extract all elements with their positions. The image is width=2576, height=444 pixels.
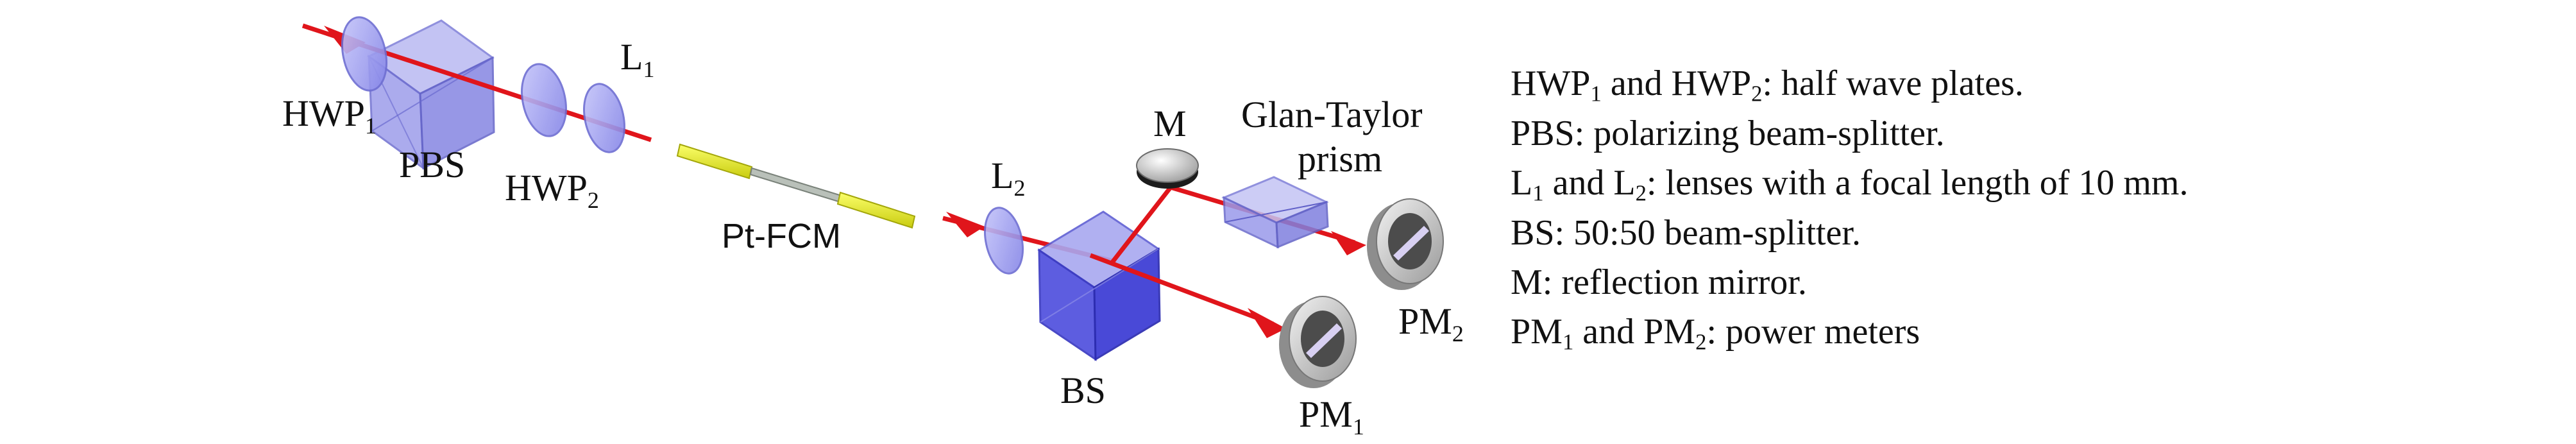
legend-text: BS: 50:50 beam-splitter. bbox=[1511, 213, 1861, 253]
beam-to-pm1 bbox=[1089, 253, 1275, 327]
legend: HWP1 and HWP2: half wave plates.PBS: pol… bbox=[1511, 59, 2188, 357]
mirror-m bbox=[1136, 148, 1199, 189]
legend-item: PM1 and PM2: power meters bbox=[1511, 307, 2188, 357]
label-hwp1: HWP1 bbox=[282, 92, 377, 139]
hwp1-plate bbox=[341, 16, 387, 92]
label-bs: BS bbox=[1060, 370, 1106, 411]
label-hwp2: HWP2 bbox=[505, 167, 599, 213]
legend-item: HWP1 and HWP2: half wave plates. bbox=[1511, 59, 2188, 109]
legend-text: : half wave plates. bbox=[1762, 64, 2024, 103]
label-pt-fcm: Pt-FCM bbox=[722, 217, 841, 255]
l1-lens bbox=[583, 83, 625, 153]
legend-text: HWP bbox=[1511, 64, 1591, 103]
label-glan-taylor-line2: prism bbox=[1298, 138, 1382, 180]
legend-text: PM bbox=[1511, 311, 1563, 352]
legend-item: PBS: polarizing beam-splitter. bbox=[1511, 109, 2188, 158]
legend-item: M: reflection mirror. bbox=[1511, 258, 2188, 307]
beam-to-pm1-arrow bbox=[1248, 308, 1286, 338]
legend-text: and HWP bbox=[1601, 64, 1752, 103]
label-glan-taylor-line1: Glan-Taylor bbox=[1241, 94, 1423, 135]
pm2-meter bbox=[1367, 198, 1444, 290]
glan-taylor-prism bbox=[1221, 176, 1329, 249]
legend-subscript: 2 bbox=[1751, 81, 1763, 107]
hwp2-plate bbox=[521, 63, 567, 137]
legend-text: L bbox=[1511, 163, 1533, 203]
pt-fcm-fiber bbox=[676, 143, 916, 229]
label-pm2: PM2 bbox=[1398, 300, 1464, 346]
beam-to-pm2-arrow bbox=[1331, 231, 1366, 255]
pbs-cube bbox=[367, 19, 495, 171]
legend-text: PBS: polarizing beam-splitter. bbox=[1511, 114, 1945, 154]
label-l1: L1 bbox=[620, 36, 654, 82]
legend-subscript: 1 bbox=[1590, 81, 1602, 107]
legend-subscript: 1 bbox=[1562, 329, 1574, 355]
legend-text: : power meters bbox=[1706, 311, 1920, 352]
label-l2: L2 bbox=[991, 155, 1025, 201]
l2-lens bbox=[984, 207, 1024, 275]
label-m: M bbox=[1153, 103, 1187, 144]
label-pm1: PM1 bbox=[1299, 393, 1364, 440]
label-pbs: PBS bbox=[399, 144, 465, 185]
pm1-meter bbox=[1279, 296, 1357, 388]
legend-text: : lenses with a focal length of 10 mm. bbox=[1647, 163, 2189, 203]
beam-to-bs-arrow bbox=[946, 212, 985, 237]
legend-text: and PM bbox=[1573, 311, 1696, 352]
legend-text: M: reflection mirror. bbox=[1511, 262, 1807, 302]
legend-item: L1 and L2: lenses with a focal length of… bbox=[1511, 158, 2188, 209]
legend-subscript: 2 bbox=[1635, 180, 1647, 206]
legend-subscript: 2 bbox=[1695, 329, 1707, 355]
legend-text: and L bbox=[1543, 163, 1636, 203]
legend-subscript: 1 bbox=[1532, 180, 1544, 206]
legend-item: BS: 50:50 beam-splitter. bbox=[1511, 209, 2188, 258]
beam-to-mirror bbox=[1110, 185, 1173, 265]
bs-cube bbox=[1037, 210, 1161, 361]
